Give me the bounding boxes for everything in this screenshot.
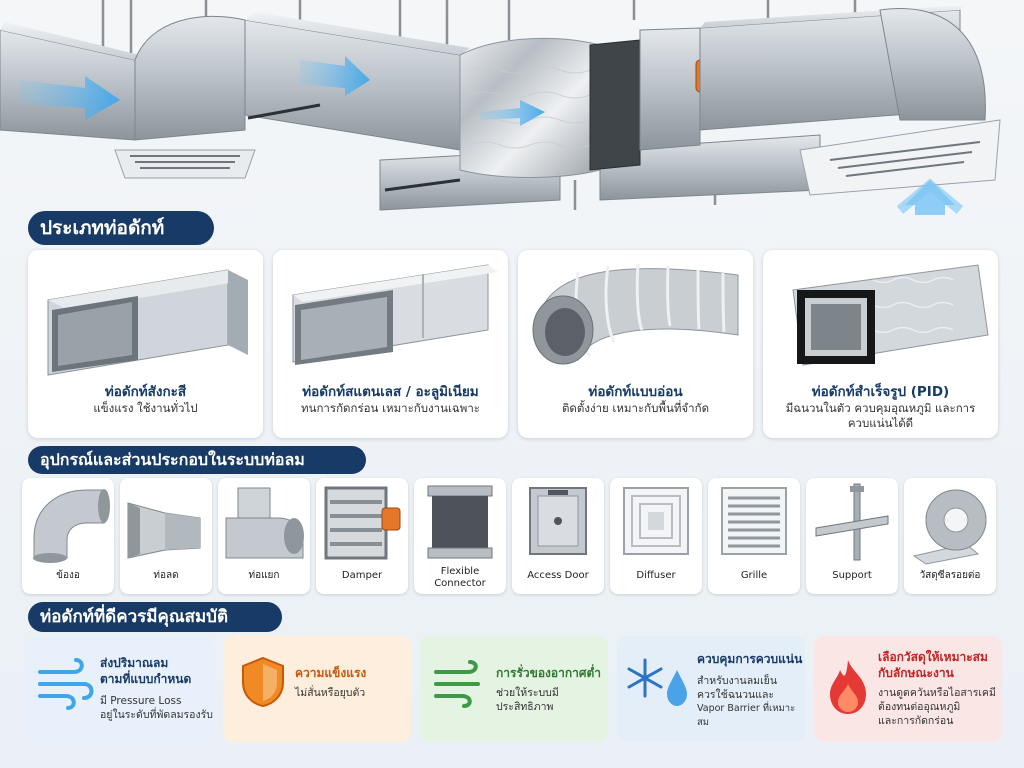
duct-type-card-galvanized: ท่อดักท์สังกะสี แข็งแรง ใช้งานทั่วไป bbox=[28, 250, 263, 438]
duct-system-illustration bbox=[0, 0, 1001, 215]
component-label: ท่อลด bbox=[153, 570, 179, 581]
section-title-components: อุปกรณ์และส่วนประกอบในระบบท่อลม bbox=[28, 446, 366, 474]
component-label: วัสดุซีลรอยต่อ bbox=[919, 570, 981, 581]
duct-type-card-flexible: ท่อดักท์แบบอ่อน ติดตั้งง่าย เหมาะกับพื้น… bbox=[518, 250, 753, 438]
property-desc-line3: Vapor Barrier ที่เหมาะสม bbox=[697, 703, 796, 728]
property-title-line1: การรั่วของอากาศต่ำ bbox=[496, 666, 601, 680]
property-desc-line2: ประสิทธิภาพ bbox=[496, 701, 554, 713]
component-card-access-door: Access Door bbox=[512, 478, 604, 594]
stainless-duct-image bbox=[292, 264, 498, 365]
damper-icon bbox=[324, 486, 401, 560]
diffuser-icon bbox=[623, 487, 689, 555]
airflow-wind-icon bbox=[38, 658, 94, 710]
component-label: Access Door bbox=[527, 570, 589, 581]
property-desc-line2: ต้องทนต่ออุณหภูมิ bbox=[878, 701, 961, 713]
duct-type-title: ท่อดักท์สำเร็จรูป (PID) bbox=[811, 384, 950, 400]
snowflake-droplet-icon bbox=[627, 658, 687, 706]
component-card-sealing-tape: วัสดุซีลรอยต่อ bbox=[904, 478, 996, 594]
section-title-duct-types: ประเภทท่อดักท์ bbox=[28, 211, 214, 245]
component-card-flexible-connector: Flexible Connector bbox=[414, 478, 506, 594]
duct-type-desc: มีฉนวนในตัว ควบคุมอุณหภูมิ และการควบแน่น… bbox=[785, 401, 976, 430]
property-card-condensation: ควบคุมการควบแน่น สำหรับงานลมเย็น ควรใช้ฉ… bbox=[617, 636, 805, 742]
duct-type-desc: ทนการกัดกร่อน เหมาะกับงานเฉพาะ bbox=[301, 401, 480, 415]
section-title-properties: ท่อดักท์ที่ดีควรมีคุณสมบัติ bbox=[28, 602, 282, 632]
component-label-line2: Connector bbox=[434, 578, 486, 589]
duct-type-title: ท่อดักท์สแตนเลส / อะลูมิเนียม bbox=[302, 384, 479, 400]
grille-icon bbox=[721, 487, 787, 555]
duct-type-desc: แข็งแรง ใช้งานทั่วไป bbox=[93, 401, 198, 415]
property-title-line1: ส่งปริมาณลม bbox=[100, 656, 169, 670]
property-title-line2: ตามที่แบบกำหนด bbox=[100, 672, 192, 686]
component-card-elbow: ข้องอ bbox=[22, 478, 114, 594]
air-leakage-icon bbox=[434, 660, 480, 708]
duct-type-desc: ติดตั้งง่าย เหมาะกับพื้นที่จำกัด bbox=[561, 401, 710, 415]
property-title-line1: เลือกวัสดุให้เหมาะสม bbox=[878, 650, 988, 664]
property-card-strength: ความแข็งแรง ไม่สั่นหรือยุบตัว bbox=[223, 636, 411, 742]
component-card-support: Support bbox=[806, 478, 898, 594]
pid-duct-image bbox=[792, 264, 989, 366]
component-card-reducer: ท่อลด bbox=[120, 478, 212, 594]
property-title-line2: กับลักษณะงาน bbox=[878, 666, 954, 680]
component-label: Grille bbox=[740, 570, 768, 581]
shield-icon bbox=[242, 656, 284, 708]
access-door-icon bbox=[529, 487, 587, 555]
property-desc-line1: มี Pressure Loss bbox=[100, 695, 182, 707]
component-label: Support bbox=[832, 570, 872, 581]
property-desc-line3: และการกัดกร่อน bbox=[878, 715, 954, 727]
tee-branch-icon bbox=[225, 487, 304, 559]
elbow-icon bbox=[33, 489, 110, 563]
component-card-tee: ท่อแยก bbox=[218, 478, 310, 594]
property-card-airflow: ส่งปริมาณลม ตามที่แบบกำหนด มี Pressure L… bbox=[26, 636, 214, 742]
flame-icon bbox=[830, 660, 866, 714]
property-desc-line1: ช่วยให้ระบบมี bbox=[496, 687, 559, 699]
property-desc-line1: ไม่สั่นหรือยุบตัว bbox=[295, 687, 366, 699]
component-label: ข้องอ bbox=[56, 570, 80, 581]
duct-type-card-stainless: ท่อดักท์สแตนเลส / อะลูมิเนียม ทนการกัดกร… bbox=[273, 250, 508, 438]
duct-type-card-pid: ท่อดักท์สำเร็จรูป (PID) มีฉนวนในตัว ควบค… bbox=[763, 250, 998, 438]
property-title-line1: ความแข็งแรง bbox=[295, 666, 367, 680]
property-card-material: เลือกวัสดุให้เหมาะสม กับลักษณะงาน งานดูด… bbox=[814, 636, 1002, 742]
property-title-line1: ควบคุมการควบแน่น bbox=[697, 652, 803, 666]
component-label: ท่อแยก bbox=[248, 570, 280, 581]
support-hanger-icon bbox=[815, 483, 889, 561]
flexible-duct-image bbox=[532, 263, 739, 365]
component-label-line1: Flexible bbox=[440, 566, 480, 577]
property-desc-line2: ควรใช้ฉนวนและ bbox=[697, 689, 775, 701]
duct-type-title: ท่อดักท์แบบอ่อน bbox=[588, 384, 683, 400]
property-desc-line1: สำหรับงานลมเย็น bbox=[697, 675, 778, 687]
property-desc-line2: อยู่ในระดับที่พัดลมรองรับ bbox=[100, 709, 213, 721]
component-label: Diffuser bbox=[636, 570, 676, 581]
flexible-connector-icon bbox=[427, 485, 493, 559]
property-card-low-leakage: การรั่วของอากาศต่ำ ช่วยให้ระบบมี ประสิทธ… bbox=[420, 636, 608, 742]
duct-type-title: ท่อดักท์สังกะสี bbox=[104, 384, 187, 400]
sealing-tape-icon bbox=[912, 489, 987, 565]
galvanized-duct-image bbox=[47, 269, 248, 376]
component-card-grille: Grille bbox=[708, 478, 800, 594]
component-card-damper: Damper bbox=[316, 478, 408, 594]
component-card-diffuser: Diffuser bbox=[610, 478, 702, 594]
property-desc-line1: งานดูดควันหรือไอสารเคมี bbox=[878, 687, 996, 699]
reducer-icon bbox=[127, 502, 201, 559]
component-label: Damper bbox=[341, 570, 383, 581]
